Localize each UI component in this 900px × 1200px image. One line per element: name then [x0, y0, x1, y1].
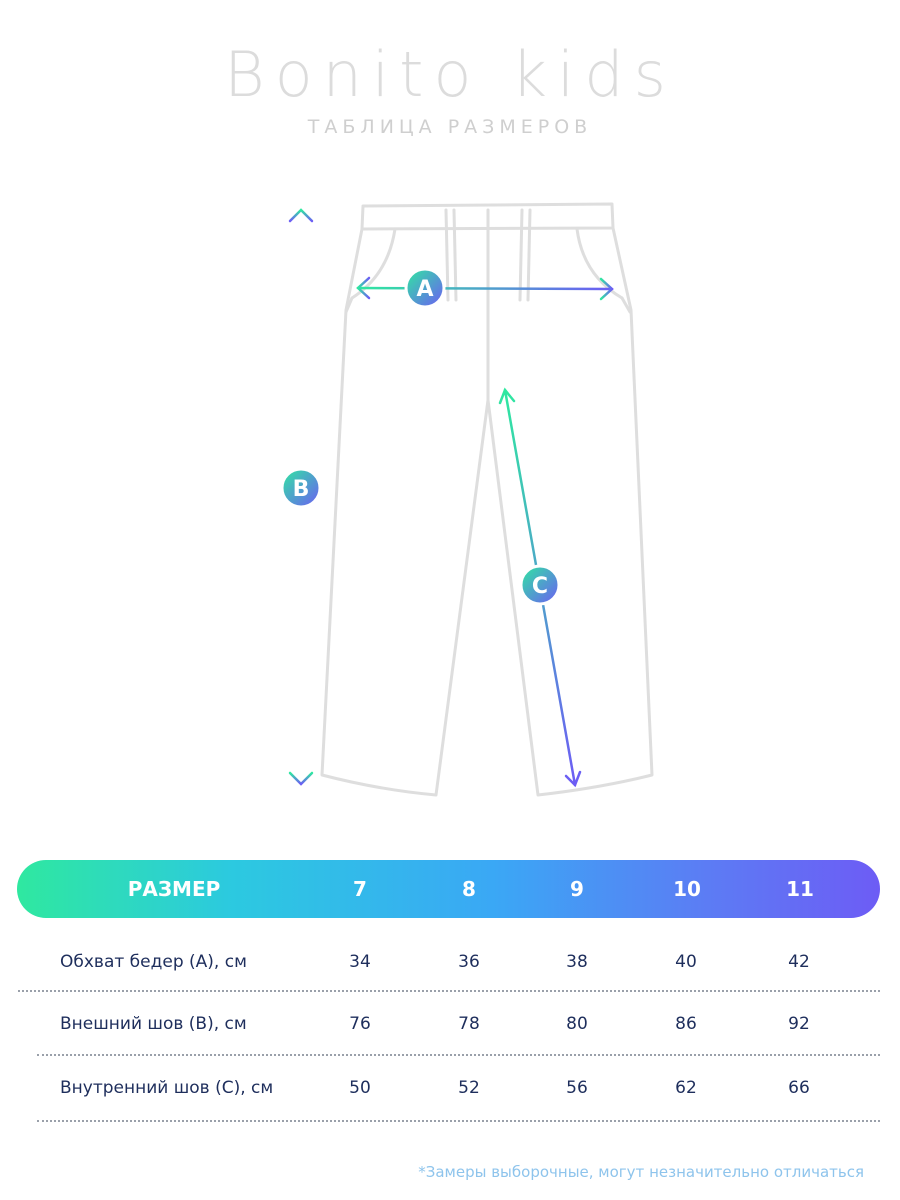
badge-b-label: B [293, 477, 310, 502]
size-7: 7 [353, 877, 367, 901]
row-value: 38 [566, 952, 588, 972]
row-value: 52 [458, 1078, 480, 1098]
row-divider [37, 1054, 880, 1056]
pants-measurement-diagram: A B C [280, 202, 654, 797]
badge-a: A [404, 267, 446, 309]
table-row-hips: Обхват бедер (A), см 34 36 38 40 42 [0, 942, 900, 982]
row-value: 56 [566, 1078, 588, 1098]
size-header-bar: РАЗМЕР 7 8 9 10 11 [17, 860, 880, 918]
size-9: 9 [570, 877, 584, 901]
badge-b: B [280, 467, 322, 509]
size-8: 8 [462, 877, 476, 901]
size-11: 11 [786, 877, 814, 901]
page-subtitle: ТАБЛИЦА РАЗМЕРОВ [307, 116, 593, 138]
measure-a-arrow [356, 276, 614, 301]
size-header-label: РАЗМЕР [127, 877, 221, 901]
row-value: 66 [788, 1078, 810, 1098]
table-row-inner-seam: Внутренний шов (C), см 50 52 56 62 66 [0, 1068, 900, 1108]
row-value: 40 [675, 952, 697, 972]
table-row-outer-seam: Внешний шов (B), см 76 78 80 86 92 [0, 1004, 900, 1044]
row-value: 80 [566, 1014, 588, 1034]
row-value: 34 [349, 952, 371, 972]
pants-outline [320, 202, 654, 797]
row-value: 62 [675, 1078, 697, 1098]
badge-c: C [519, 564, 561, 606]
brand-title: Bonito kids [224, 38, 676, 111]
row-value: 86 [675, 1014, 697, 1034]
row-value: 50 [349, 1078, 371, 1098]
row-value: 76 [349, 1014, 371, 1034]
size-10: 10 [673, 877, 701, 901]
row-label: Внутренний шов (C), см [60, 1078, 274, 1098]
row-value: 78 [458, 1014, 480, 1034]
row-label: Обхват бедер (A), см [60, 952, 247, 972]
row-divider [18, 990, 880, 992]
row-value: 36 [458, 952, 480, 972]
row-label: Внешний шов (B), см [60, 1014, 247, 1034]
badge-a-label: A [416, 277, 433, 302]
row-divider [37, 1120, 880, 1122]
measurement-note: *Замеры выборочные, могут незначительно … [418, 1163, 864, 1181]
badge-c-label: C [532, 574, 548, 599]
row-value: 92 [788, 1014, 810, 1034]
row-value: 42 [788, 952, 810, 972]
